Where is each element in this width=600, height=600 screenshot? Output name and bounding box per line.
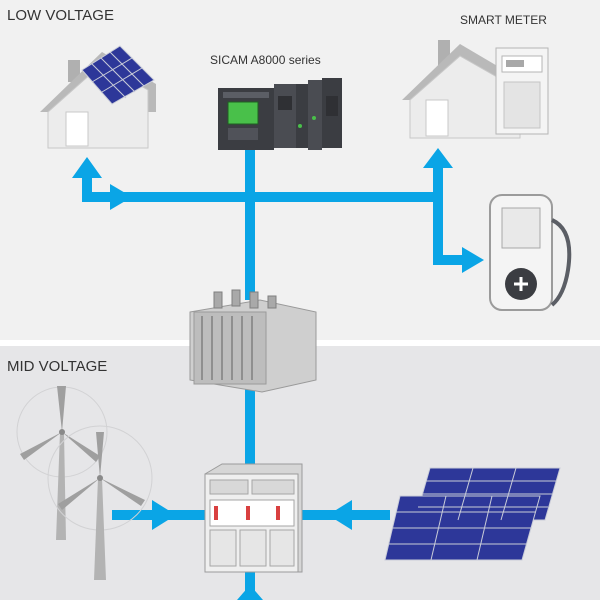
flow-arrows bbox=[72, 148, 484, 600]
house-with-solar-roof-icon bbox=[40, 45, 156, 149]
ev-feed bbox=[433, 255, 465, 265]
bus-left-leg bbox=[82, 175, 92, 202]
arrow-right-ev bbox=[462, 247, 484, 273]
solar-panel-array-icon bbox=[384, 467, 561, 561]
switchgear-cabinet-icon bbox=[204, 463, 303, 573]
trunk-low bbox=[245, 150, 255, 300]
ev-charging-station-icon bbox=[489, 194, 572, 311]
solar-feed bbox=[345, 510, 390, 520]
arrow-up-solar-house bbox=[72, 157, 102, 178]
house-with-smart-meter-icon: SMART METER bbox=[402, 13, 549, 139]
power-transformer-icon bbox=[189, 289, 317, 393]
smart-meter-label: SMART METER bbox=[460, 13, 547, 27]
arrow-right-wind bbox=[152, 500, 176, 530]
arrow-up-smart-meter bbox=[423, 148, 453, 168]
low-voltage-title: LOW VOLTAGE bbox=[7, 7, 114, 24]
controller-label: SICAM A8000 series bbox=[210, 53, 321, 67]
arrow-up-bottom bbox=[237, 585, 263, 600]
wind-turbine-icon bbox=[16, 386, 153, 580]
trunk-mid bbox=[245, 380, 255, 470]
arrow-left-solar-farm bbox=[328, 500, 352, 530]
rtu-controller-icon: SICAM A8000 series bbox=[210, 53, 342, 150]
bus-line bbox=[120, 192, 443, 202]
bus-left-stub bbox=[82, 192, 120, 202]
arrow-right-bus bbox=[110, 184, 132, 210]
switchgear-right-feed bbox=[298, 510, 345, 520]
switchgear-left-feed bbox=[162, 510, 207, 520]
mid-voltage-title: MID VOLTAGE bbox=[7, 358, 107, 375]
bus-right-leg bbox=[433, 165, 443, 265]
